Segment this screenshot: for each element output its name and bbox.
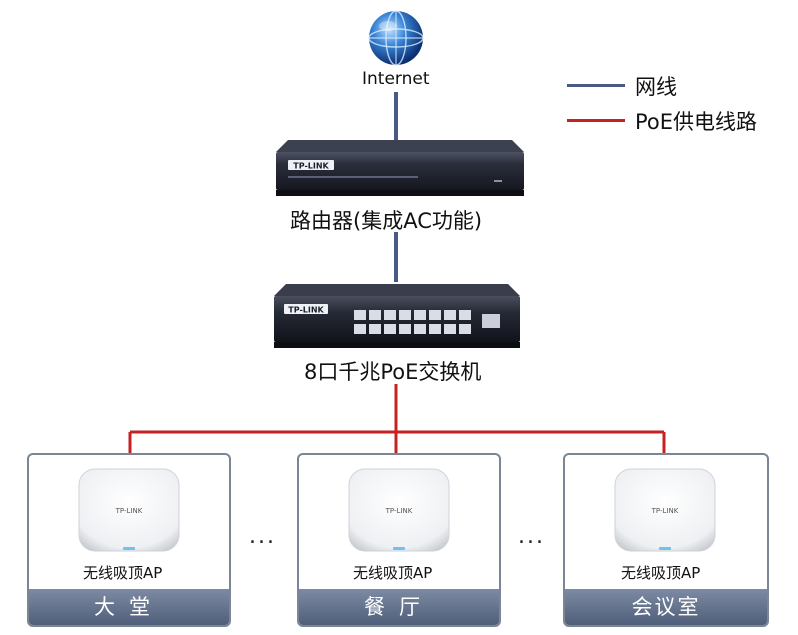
poe-switch-device: TP-LINK [274,284,520,348]
ap-brand-logo: TP-LINK [115,507,143,515]
internet-label: Internet [362,69,430,89]
ceiling-ap-icon: TP-LINK [614,468,716,552]
router-brand-logo: TP-LINK [293,162,329,171]
room-box-restaurant: TP-LINK 无线吸顶AP 餐厅 [297,453,501,627]
router-caption: 路由器(集成AC功能) [290,209,483,233]
switch-ports [354,310,471,334]
ap-label: 无线吸顶AP [621,564,701,582]
room-box-meeting-room: TP-LINK 无线吸顶AP 会议室 [563,453,769,627]
room-name-restaurant: 餐厅 [299,589,499,625]
legend-label-network-cable: 网线 [635,75,677,99]
room-box-lobby: TP-LINK 无线吸顶AP 大堂 [27,453,231,627]
ap-label: 无线吸顶AP [83,564,163,582]
ellipsis-left: ... [249,524,276,549]
legend-swatch-poe-line [567,119,625,122]
room-name-meeting-room: 会议室 [565,589,767,625]
ap-brand-logo: TP-LINK [651,507,679,515]
legend-label-poe-line: PoE供电线路 [635,110,758,134]
ap-label: 无线吸顶AP [353,564,433,582]
router-device: TP-LINK [276,140,524,196]
switch-brand-logo: TP-LINK [288,306,324,315]
ellipsis-right: ... [518,524,545,549]
globe-icon [368,10,424,66]
ceiling-ap-icon: TP-LINK [348,468,450,552]
legend-swatch-network-cable [567,84,625,87]
room-name-lobby: 大堂 [29,589,229,625]
ap-brand-logo: TP-LINK [385,507,413,515]
ceiling-ap-icon: TP-LINK [78,468,180,552]
switch-caption: 8口千兆PoE交换机 [304,360,482,384]
